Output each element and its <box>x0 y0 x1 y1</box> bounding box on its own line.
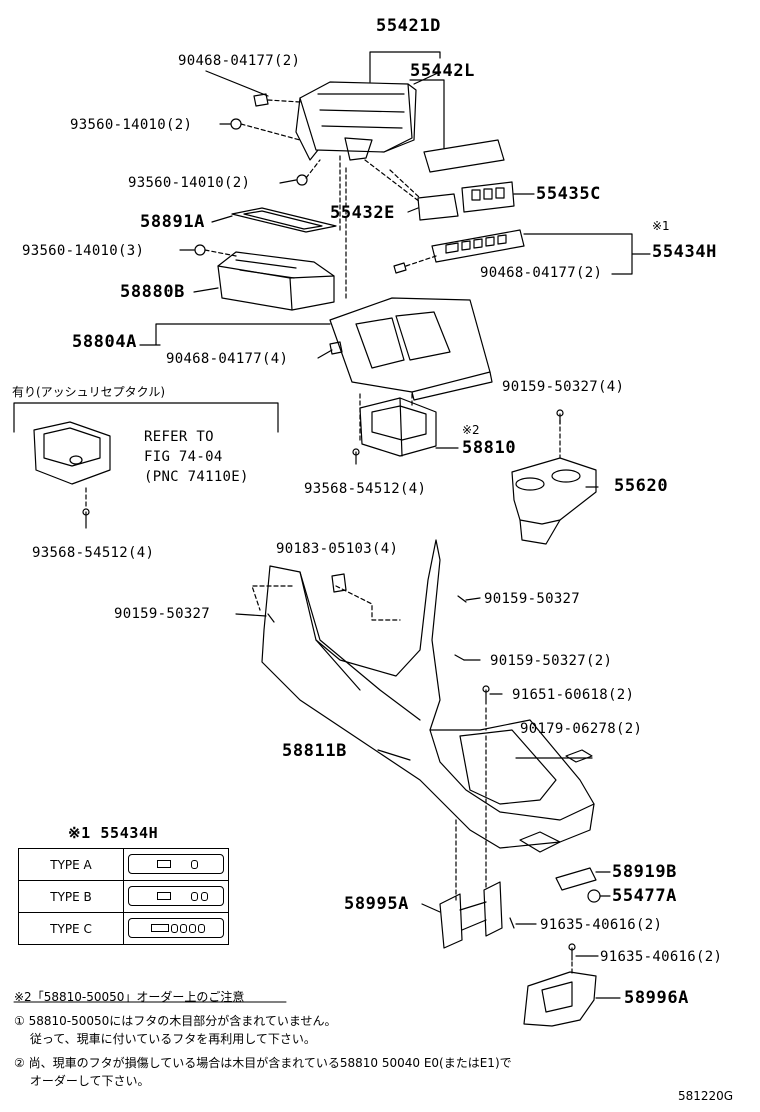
bezel-55421D-drawing <box>295 81 417 161</box>
label-90468-04177-4: 90468-04177(4) <box>166 351 289 367</box>
screw-90159-right <box>457 595 467 603</box>
refer-line-1: REFER TO <box>144 429 214 445</box>
label-93560-14010-2-b: 93560-14010(2) <box>128 175 251 191</box>
label-58804A: 58804A <box>72 332 138 352</box>
label-90183-05103-4: 90183-05103(4) <box>276 541 399 557</box>
label-93568-54512-4-a: 93568-54512(4) <box>304 481 427 497</box>
label-55477A: 55477A <box>612 886 678 906</box>
label-91635-40616-2-b: 91635-40616(2) <box>600 949 723 965</box>
type-name: TYPE A <box>18 848 124 881</box>
panel-55442L-drawing <box>423 139 505 173</box>
refer-line-3: (PNC 74110E) <box>144 469 249 485</box>
clip-90179 <box>565 749 593 763</box>
type-c-switch-icon <box>123 912 229 945</box>
figure-code: 581220G <box>678 1089 734 1103</box>
label-55421D: 55421D <box>376 16 442 36</box>
label-58995A: 58995A <box>344 894 410 914</box>
screw-93560-a <box>230 118 242 130</box>
type-name: TYPE B <box>18 880 124 913</box>
ash-receptacle-drawing <box>33 421 111 485</box>
clip-90468-mid <box>393 262 407 274</box>
optional-bracket <box>13 402 279 433</box>
screw-93560-c <box>194 244 206 256</box>
label-93560-14010-3: 93560-14010(3) <box>22 243 145 259</box>
label-55434H: 55434H <box>652 242 718 262</box>
label-91635-40616-2-a: 91635-40616(2) <box>540 917 663 933</box>
type-b-switch-icon <box>123 880 229 913</box>
panel-55432E-drawing <box>417 193 459 221</box>
label-58891A: 58891A <box>140 212 206 232</box>
leader-55434H <box>523 233 651 275</box>
leader-58811B <box>377 749 411 761</box>
type-name: TYPE C <box>18 912 124 945</box>
leader-58804A <box>139 323 331 346</box>
label-93568-54512-4-b: 93568-54512(4) <box>32 545 155 561</box>
label-58810: 58810 <box>462 438 517 458</box>
leader-55421D <box>369 51 441 83</box>
label-55435C: 55435C <box>536 184 602 204</box>
note-line-4: オーダーして下さい。 <box>14 1074 150 1088</box>
table-row: TYPE B <box>18 880 229 913</box>
bracket-58995A-drawing <box>439 881 503 949</box>
label-55442L: 55442L <box>410 61 476 81</box>
screw-90159-left <box>267 613 275 623</box>
screw-90159-2 <box>454 654 465 661</box>
pad-58891A-drawing <box>231 207 337 233</box>
label-58811B: 58811B <box>282 741 348 761</box>
label-90179-06278-2: 90179-06278(2) <box>520 721 643 737</box>
type-table-heading: ※1 55434H <box>68 824 159 842</box>
bolt-91635-a <box>509 917 515 929</box>
switch-55435C-drawing <box>461 181 515 213</box>
part-58919B-drawing <box>555 867 597 891</box>
refer-line-2: FIG 74-04 <box>144 449 223 465</box>
label-93560-14010-2-a: 93560-14010(2) <box>70 117 193 133</box>
label-90159-50327-4: 90159-50327(4) <box>502 379 625 395</box>
table-row: TYPE C <box>18 912 229 945</box>
label-90159-50327-left: 90159-50327 <box>114 606 211 622</box>
mark-1: ※1 <box>652 219 670 233</box>
notes-title: ※2「58810-50050」オーダー上のご注意 <box>14 990 245 1004</box>
label-90159-50327-2: 90159-50327(2) <box>490 653 613 669</box>
order-notes: ※2「58810-50050」オーダー上のご注意 ① 58810-50050には… <box>14 988 512 1090</box>
bracket-58996A-drawing <box>523 971 597 1027</box>
box-58880B-drawing <box>217 251 335 311</box>
label-55432E: 55432E <box>330 203 396 223</box>
note-line-3: ② 尚、現車のフタが損傷している場合は木目が含まれている58810 50040 … <box>14 1056 512 1070</box>
optional-heading: 有り(アッシュリセプタクル) <box>12 385 166 399</box>
console-58811B-drawing <box>261 539 595 853</box>
type-a-switch-icon <box>123 848 229 881</box>
clip-90183 <box>331 573 347 593</box>
label-90159-50327-right: 90159-50327 <box>484 591 581 607</box>
label-91651-60618-2: 91651-60618(2) <box>512 687 635 703</box>
panel-58804A-drawing <box>329 297 493 401</box>
note-line-2: 従って、現車に付いているフタを再利用して下さい。 <box>14 1032 316 1046</box>
clip-90468-top <box>253 93 269 107</box>
holder-55620-drawing <box>511 457 597 545</box>
table-row: TYPE A <box>18 848 229 881</box>
label-58996A: 58996A <box>624 988 690 1008</box>
screw-93560-b <box>296 174 308 186</box>
label-55620: 55620 <box>614 476 669 496</box>
label-90468-04177-2-top: 90468-04177(2) <box>178 53 301 69</box>
part-55477A-drawing <box>587 889 601 903</box>
mark-2: ※2 <box>462 423 480 437</box>
note-line-1: ① 58810-50050にはフタの木目部分が含まれていません。 <box>14 1014 337 1028</box>
label-58919B: 58919B <box>612 862 678 882</box>
label-90468-04177-2-mid: 90468-04177(2) <box>480 265 603 281</box>
holder-58810-drawing <box>359 397 437 457</box>
label-58880B: 58880B <box>120 282 186 302</box>
type-table: TYPE A TYPE B TYPE C <box>18 848 229 945</box>
